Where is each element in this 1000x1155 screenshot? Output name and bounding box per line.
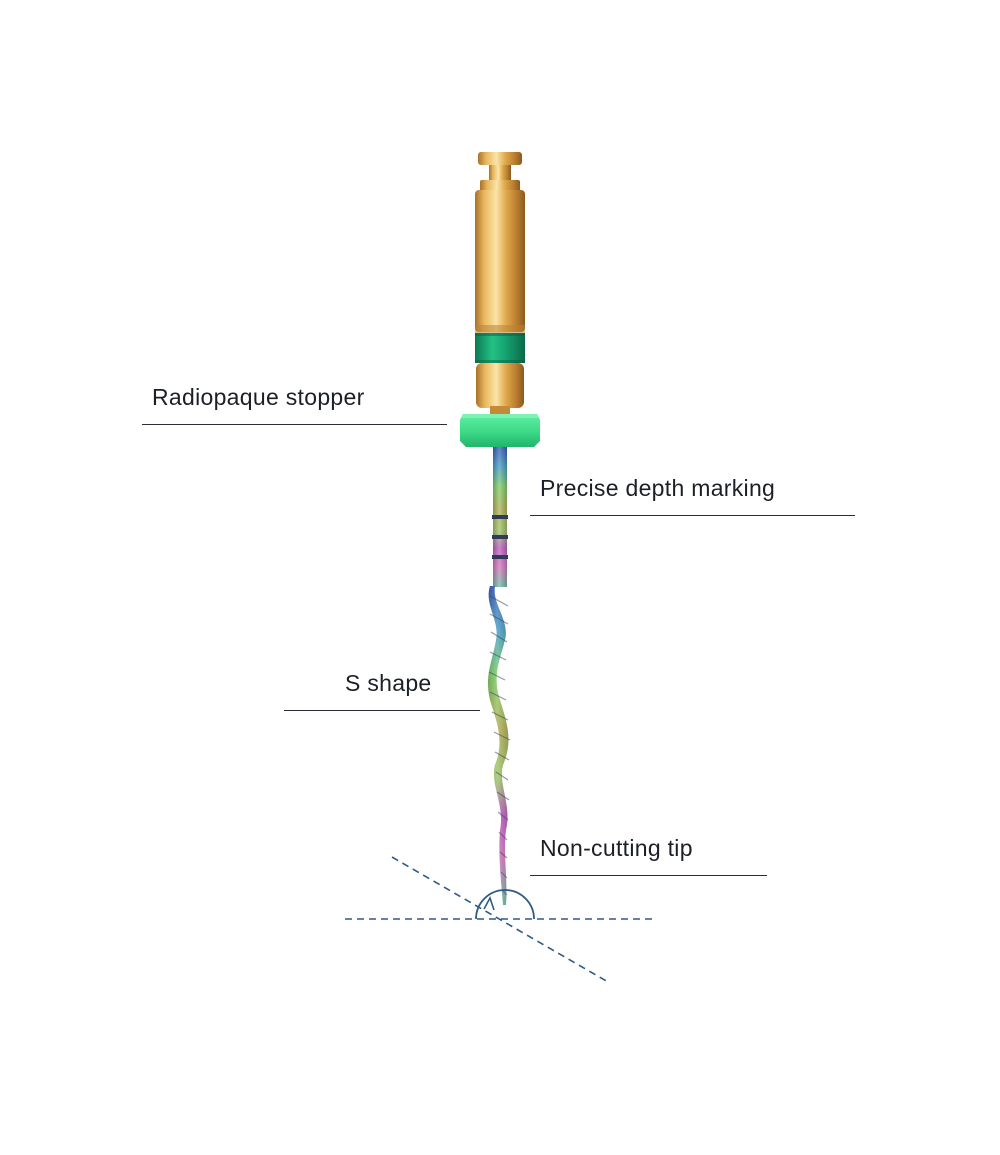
handle-collar xyxy=(476,363,524,414)
file-handle xyxy=(475,152,525,335)
leader-line-non-cutting-tip xyxy=(530,875,767,876)
label-non-cutting-tip: Non-cutting tip xyxy=(540,835,693,861)
label-depth-marking: Precise depth marking xyxy=(540,475,776,501)
leader-line-s-shape xyxy=(284,710,480,711)
tip-angle-arc-icon xyxy=(475,889,535,920)
depth-mark xyxy=(492,515,508,519)
file-shaft xyxy=(492,447,508,587)
radiopaque-stopper xyxy=(460,414,540,447)
leader-line-depth-marking xyxy=(530,515,855,516)
file-flutes xyxy=(487,586,511,905)
leader-line-radiopaque-stopper xyxy=(142,424,447,425)
tip-angle-guides xyxy=(345,856,655,983)
angle-arrow-icon xyxy=(483,896,495,911)
diagonal-guide-line xyxy=(391,856,609,983)
depth-mark xyxy=(492,535,508,539)
label-radiopaque-stopper: Radiopaque stopper xyxy=(152,384,365,410)
depth-mark xyxy=(492,555,508,559)
label-s-shape: S shape xyxy=(345,670,432,696)
color-band xyxy=(475,333,525,363)
